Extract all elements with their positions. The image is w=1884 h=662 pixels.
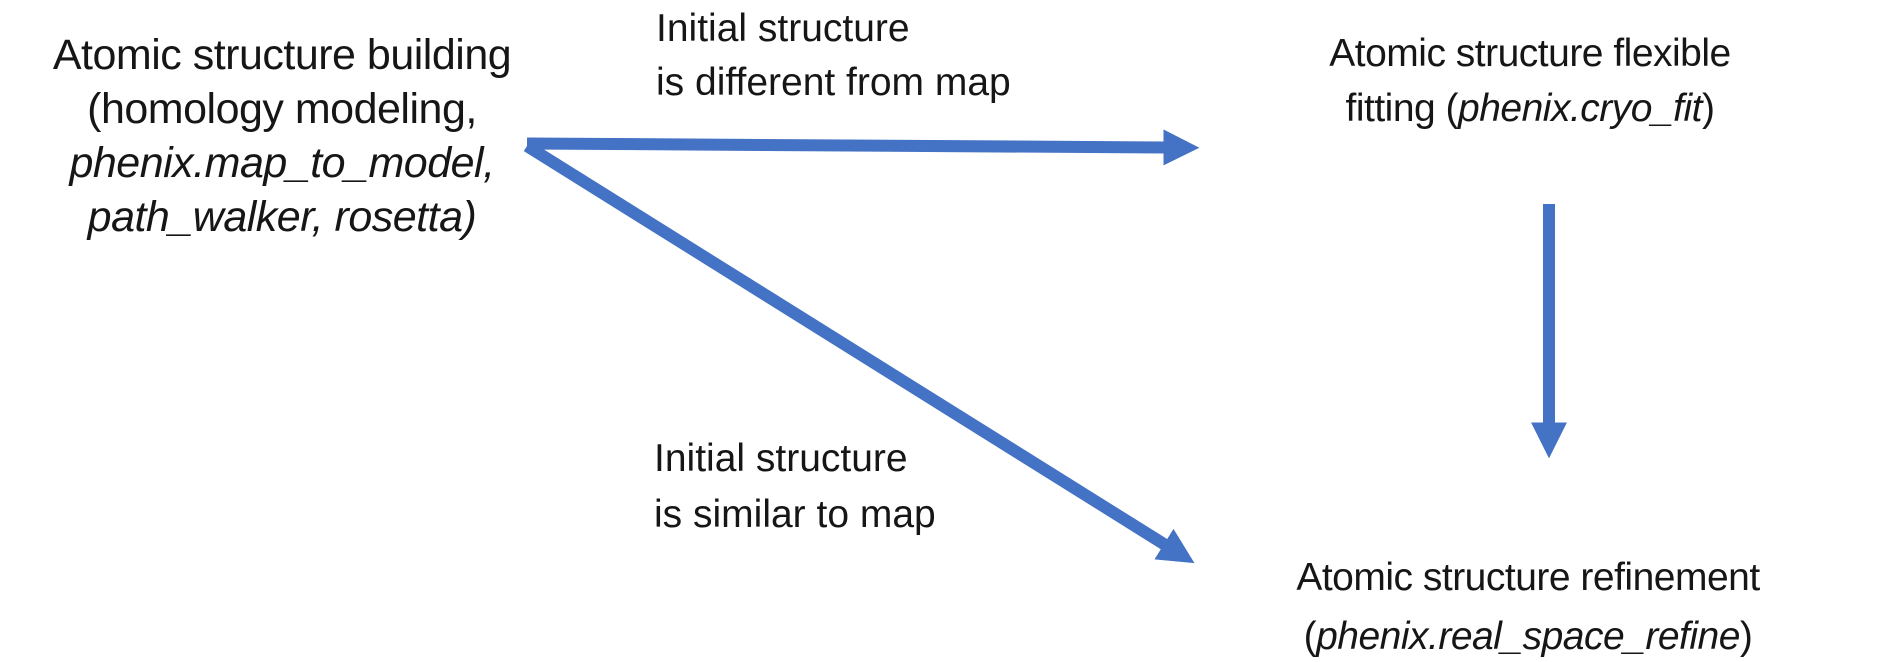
edge-label-similar-line2: is similar to map: [654, 493, 936, 536]
node-structure-refinement-line2-prefix: (: [1303, 615, 1317, 658]
node-flexible-fitting-line2: fitting (phenix.cryo_fit): [1270, 81, 1790, 136]
edge-label-similar-line1: Initial structure: [654, 437, 908, 480]
node-structure-building: Atomic structure building (homology mode…: [8, 28, 556, 244]
node-structure-refinement-line1: Atomic structure refinement: [1296, 556, 1760, 599]
arrow-building-to-fitting: [526, 129, 1200, 166]
node-structure-refinement: Atomic structure refinement (phenix.real…: [1263, 548, 1793, 662]
node-flexible-fitting: Atomic structure flexible fitting (pheni…: [1270, 26, 1790, 136]
node-flexible-fitting-line1: Atomic structure flexible: [1329, 32, 1731, 75]
edge-label-different-line2: is different from map: [656, 61, 1011, 104]
edge-label-different-from-map: Initial structure is different from map: [656, 2, 1011, 110]
node-flexible-fitting-line2-suffix: ): [1702, 87, 1715, 130]
edge-label-different-line1: Initial structure: [656, 7, 910, 50]
node-structure-building-line1: Atomic structure building: [52, 31, 512, 79]
node-structure-refinement-line2: (phenix.real_space_refine): [1263, 607, 1793, 662]
node-structure-building-line4: path_walker, rosetta): [87, 193, 477, 241]
node-structure-refinement-line2-suffix: ): [1739, 615, 1753, 658]
node-structure-refinement-tool-name: phenix.real_space_refine: [1316, 615, 1740, 658]
node-flexible-fitting-line2-prefix: fitting (: [1345, 87, 1459, 130]
arrow-building-to-refinement: [523, 140, 1195, 564]
node-structure-building-line3: phenix.map_to_model,: [69, 139, 495, 187]
edge-label-similar-to-map: Initial structure is similar to map: [654, 431, 936, 543]
node-flexible-fitting-tool-name: phenix.cryo_fit: [1458, 87, 1702, 130]
node-structure-building-line2: (homology modeling,: [87, 85, 477, 133]
